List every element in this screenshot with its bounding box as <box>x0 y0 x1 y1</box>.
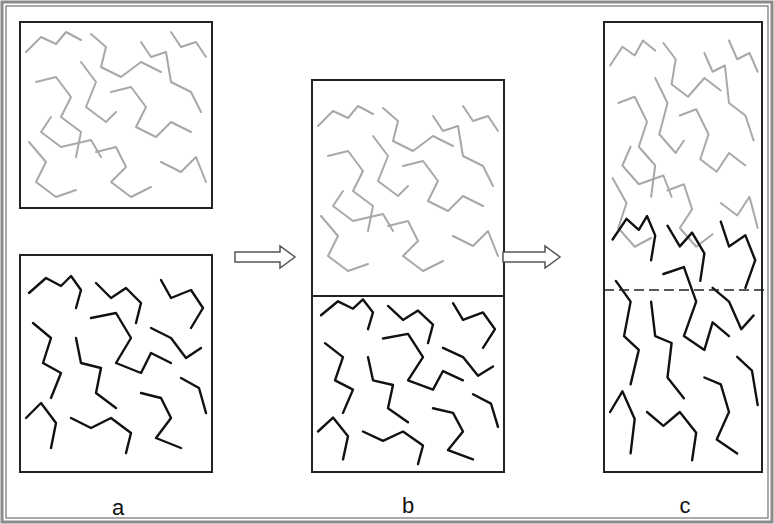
panel-letter: b <box>402 495 414 517</box>
hollow-arrow <box>503 246 560 268</box>
interface-line <box>604 289 768 291</box>
black-chains <box>318 299 498 464</box>
grey-chains <box>610 41 758 247</box>
polymer-box <box>312 296 504 472</box>
panel-letter: a <box>112 497 124 519</box>
panel-letter: c <box>680 495 691 517</box>
grey-chains <box>26 32 206 197</box>
polymer-box <box>20 22 212 208</box>
inner-frame <box>6 6 768 518</box>
hollow-arrow <box>235 246 295 268</box>
grey-chains <box>318 106 498 271</box>
black-chains <box>610 216 758 460</box>
polymer-box <box>312 80 504 296</box>
black-chains <box>26 276 206 453</box>
polymer-box <box>20 255 212 472</box>
polymer-box <box>604 22 762 472</box>
